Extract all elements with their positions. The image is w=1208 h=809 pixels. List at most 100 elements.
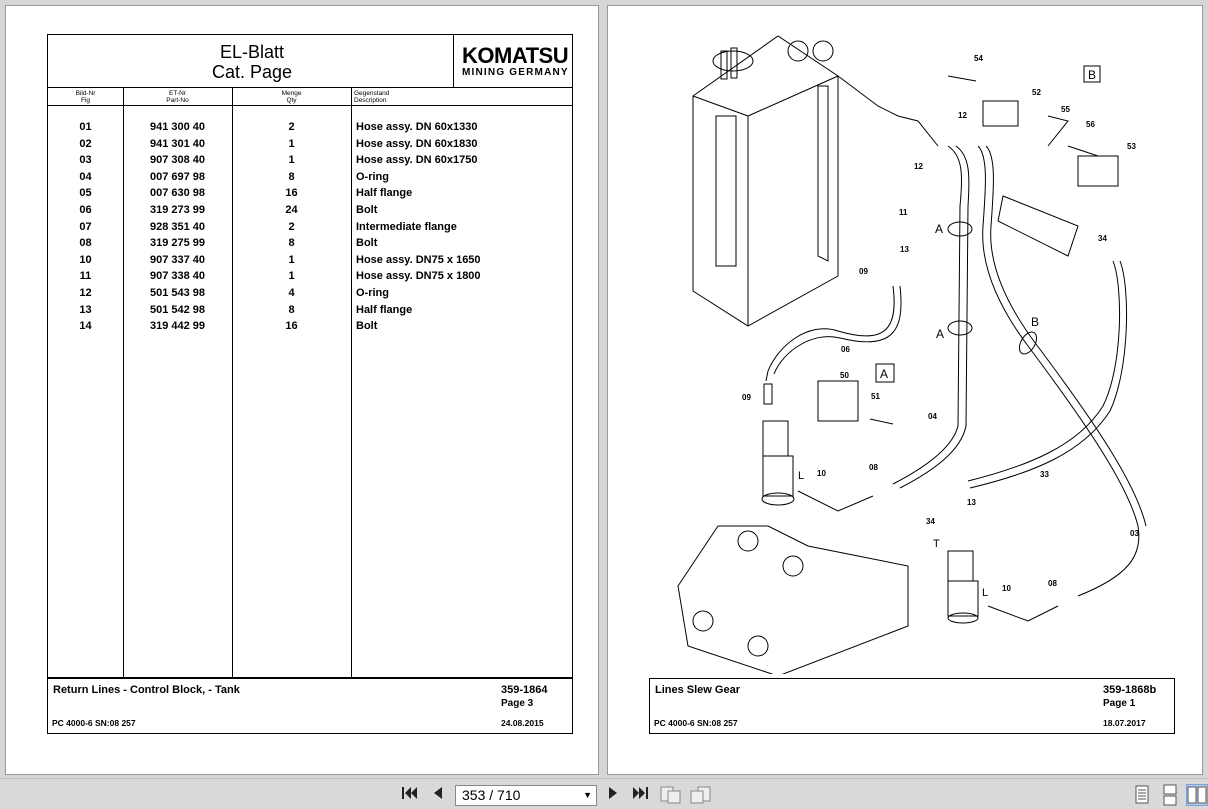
label-l1: L: [798, 470, 804, 482]
label-11: 11: [899, 208, 908, 217]
label-50: 50: [840, 371, 849, 380]
row-part-number: 007 697 98: [149, 170, 206, 183]
footer-title: Return Lines - Control Block, - Tank: [53, 684, 240, 696]
page-header: EL-Blatt Cat. Page KOMATSU MINING GERMAN…: [47, 34, 573, 88]
back-view-button[interactable]: [660, 785, 682, 805]
row-quantity: 16: [285, 320, 298, 333]
label-b2: B: [1031, 315, 1039, 329]
row-quantity: 4: [288, 287, 295, 299]
previous-page-button[interactable]: [430, 785, 446, 805]
row-description: Hose assy. DN 60x1830: [356, 137, 478, 150]
label-54: 54: [974, 54, 983, 63]
row-part-number: 319 273 99: [149, 204, 206, 216]
row-fig: 02: [79, 137, 92, 150]
label-box-b: B: [1088, 68, 1096, 82]
first-page-button[interactable]: [400, 785, 420, 805]
row-fig: 08: [79, 237, 92, 250]
row-part-number: 501 542 98: [149, 303, 206, 316]
row-part-number: 007 630 98: [149, 187, 206, 200]
continuous-view-button[interactable]: [1159, 784, 1181, 806]
single-page-view-button[interactable]: [1131, 784, 1153, 806]
page-footer-right: Lines Slew Gear 359-1868b Page 1 PC 4000…: [649, 678, 1175, 734]
footer-date: 24.08.2015: [501, 718, 544, 728]
footer-model: PC 4000-6 SN:08 257: [52, 718, 136, 728]
row-description: Bolt: [356, 204, 378, 216]
label-10b: 10: [1002, 584, 1011, 593]
two-page-view-button[interactable]: [1186, 784, 1208, 806]
label-03: 03: [1130, 529, 1139, 538]
mounting-frame: [677, 525, 909, 674]
row-description: Half flange: [356, 187, 413, 200]
next-page-button[interactable]: [605, 785, 621, 805]
row-description: Hose assy. DN 60x1330: [356, 121, 478, 133]
footer-number: 359-1864: [501, 684, 548, 696]
table-row: 04 007 697 98 8 O-ring: [48, 171, 574, 187]
table-row: 06 319 273 99 24 Bolt: [48, 204, 574, 220]
hose-04: [892, 145, 963, 485]
row-part-number: 319 275 99: [149, 237, 206, 250]
row-fig: 10: [79, 253, 92, 266]
row-part-number: 907 337 40: [149, 253, 206, 266]
label-08b: 08: [1048, 579, 1057, 588]
label-l2: L: [982, 587, 988, 599]
page-number-input[interactable]: 353 / 710 ▼: [455, 785, 597, 806]
table-row: 01 941 300 40 2 Hose assy. DN 60x1330: [48, 121, 574, 137]
last-page-icon: [633, 787, 648, 799]
komatsu-logo: KOMATSU MINING GERMANY: [453, 35, 573, 87]
table-row: 05 007 630 98 16 Half flange: [48, 187, 574, 203]
row-part-number: 907 308 40: [149, 154, 206, 167]
row-quantity: 8: [288, 303, 295, 316]
row-fig: 05: [79, 187, 92, 200]
page-indicator: 353 / 710: [462, 787, 521, 803]
document-viewer: EL-Blatt Cat. Page KOMATSU MINING GERMAN…: [5, 5, 1203, 775]
next-page-icon: [609, 787, 617, 799]
row-quantity: 2: [288, 121, 295, 133]
row-fig: 04: [79, 170, 92, 183]
row-quantity: 8: [288, 237, 295, 250]
label-08a: 08: [869, 463, 878, 472]
forward-view-button[interactable]: [690, 785, 712, 805]
row-description: Bolt: [356, 320, 378, 333]
table-row: 10 907 337 40 1 Hose assy. DN75 x 1650: [48, 254, 574, 270]
row-fig: 01: [79, 121, 92, 133]
header-title-line2: Cat. Page: [211, 62, 293, 82]
logo-wordmark: KOMATSU: [462, 43, 569, 68]
row-part-number: 907 338 40: [149, 270, 206, 283]
label-12b: 12: [914, 162, 923, 171]
row-fig: 12: [79, 287, 92, 299]
row-quantity: 1: [288, 137, 295, 150]
row-description: Hose assy. DN75 x 1650: [356, 253, 481, 266]
label-06: 06: [841, 345, 850, 354]
viewer-toolbar: 353 / 710 ▼: [0, 778, 1208, 809]
label-10a: 10: [817, 469, 826, 478]
chevron-down-icon[interactable]: ▼: [583, 790, 592, 800]
hose-33: [967, 260, 1121, 482]
label-52: 52: [1032, 88, 1041, 97]
last-page-button[interactable]: [630, 785, 650, 805]
slew-gear-lines-diagram: 54 B 52 55 56 53 12 12 11 13 09 34 A A B…: [677, 35, 1147, 674]
row-quantity: 1: [288, 253, 295, 266]
footer-page: Page 3: [501, 698, 534, 709]
row-description: O-ring: [356, 170, 389, 183]
row-description: Bolt: [356, 237, 378, 250]
row-quantity: 24: [285, 204, 298, 216]
row-quantity: 8: [288, 170, 295, 183]
header-title-line1: EL-Blatt: [219, 42, 285, 62]
row-part-number: 928 351 40: [149, 220, 206, 233]
label-a1: A: [935, 222, 943, 236]
row-part-number: 941 300 40: [149, 121, 206, 133]
logo-subtitle: MINING GERMANY: [462, 67, 569, 78]
row-quantity: 1: [288, 154, 295, 167]
row-quantity: 16: [285, 187, 298, 200]
row-description: O-ring: [356, 287, 389, 299]
row-fig: 06: [79, 204, 92, 216]
label-34b: 34: [926, 517, 935, 526]
label-55: 55: [1061, 105, 1070, 114]
catalog-page-right: 54 B 52 55 56 53 12 12 11 13 09 34 A A B…: [607, 5, 1203, 775]
tank-body: [692, 35, 839, 327]
row-quantity: 2: [288, 220, 295, 233]
